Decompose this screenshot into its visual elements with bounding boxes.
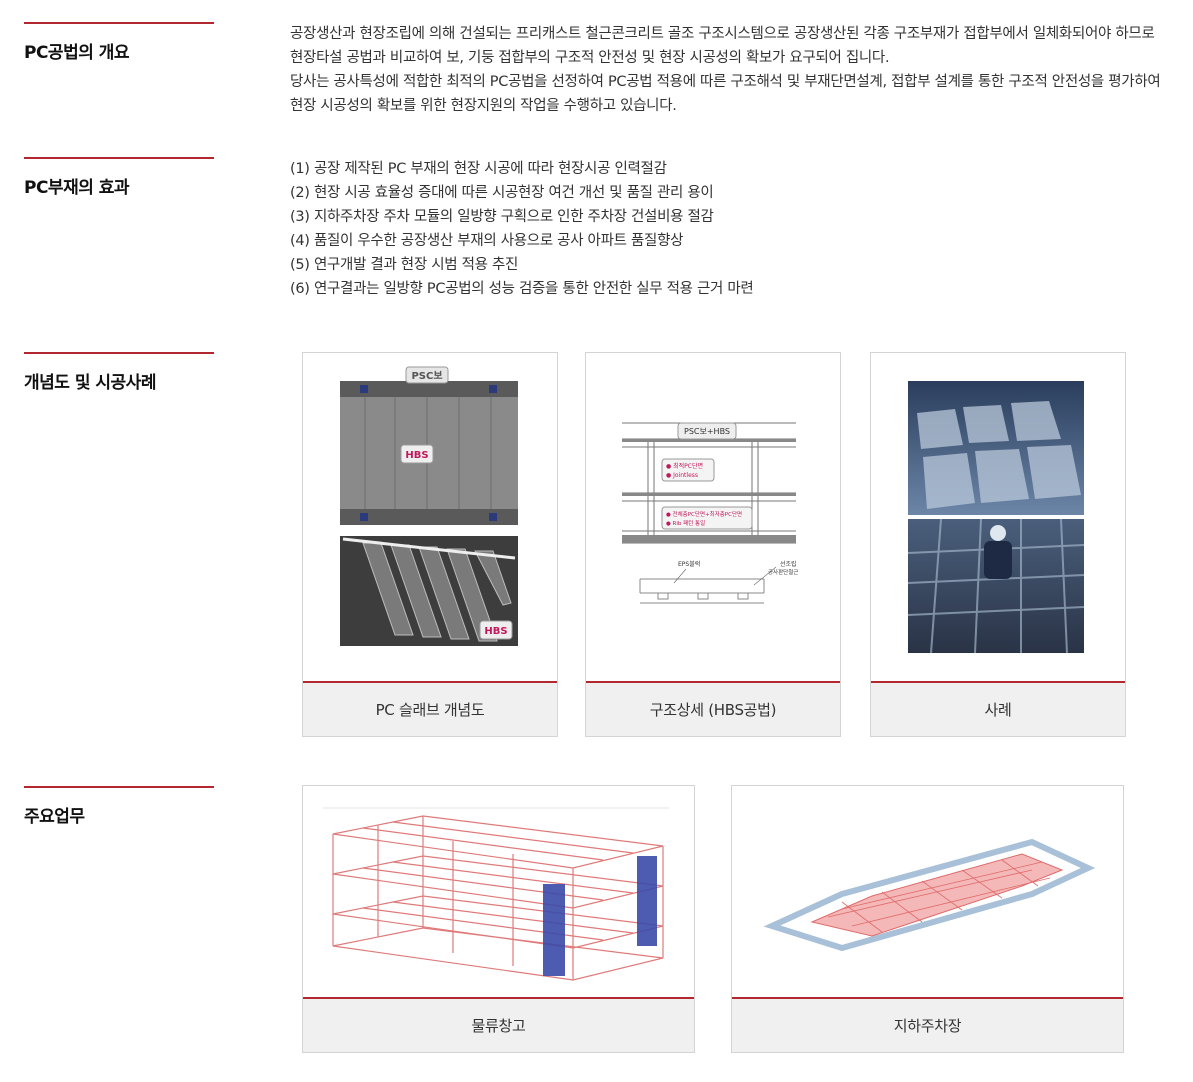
concept-card-structure-detail: PSC보+HBS ● 최적PC단면 ● Jointless ● 전체층PC단면+… — [585, 352, 841, 737]
caption-parking: 지하주차장 — [732, 997, 1123, 1052]
worker-helmet — [990, 525, 1006, 541]
note-jointless: ● Jointless — [666, 472, 698, 479]
warehouse-frame-model — [303, 786, 694, 997]
section-title-concept: 개념도 및 시공사례 — [24, 352, 214, 393]
overview-paragraph-2: 당사는 공사특성에 적합한 최적의 PC공법을 선정하여 PC공법 적용에 따른… — [290, 74, 1161, 114]
label-psc-hbs: PSC보+HBS — [684, 427, 730, 436]
list-item: (6) 연구결과는 일방향 PC공법의 성능 검증을 통한 안전한 실무 적용 … — [290, 281, 754, 297]
caption-case: 사례 — [871, 681, 1125, 736]
caption-warehouse: 물류창고 — [303, 997, 694, 1052]
main-work-card-parking: 지하주차장 — [731, 785, 1124, 1053]
concept-card-pc-slab: PSC보 HBS HBS PC 슬래브 개념도 — [302, 352, 558, 737]
main-work-card-warehouse: 물류창고 — [302, 785, 695, 1053]
section-title-effects: PC부재의 효과 — [24, 157, 214, 198]
note-optimal-pc: ● 최적PC단면 — [666, 462, 703, 470]
list-item: (4) 품질이 우수한 공장생산 부재의 사용으로 공사 아파트 품질향상 — [290, 233, 684, 249]
effects-list: (1) 공장 제작된 PC 부재의 현장 시공에 따라 현장시공 인력절감 (2… — [290, 157, 1170, 301]
overview-text: 공장생산과 현장조립에 의해 건설되는 프리캐스트 철근콘크리트 골조 구조시스… — [290, 22, 1170, 118]
label-rebar: 공사판단철근 — [768, 568, 798, 576]
section-title-main-work: 주요업무 — [24, 786, 214, 827]
list-item: (1) 공장 제작된 PC 부재의 현장 시공에 따라 현장시공 인력절감 — [290, 161, 667, 177]
section-title-overview: PC공법의 개요 — [24, 22, 214, 63]
structure-detail-diagram: PSC보+HBS ● 최적PC단면 ● Jointless ● 전체층PC단면+… — [586, 353, 840, 681]
caption-structure-detail: 구조상세 (HBS공법) — [586, 681, 840, 736]
label-hbs-top: HBS — [405, 450, 428, 461]
concept-card-case: 사례 — [870, 352, 1126, 737]
label-eps-block: EPS블럭 — [678, 560, 700, 568]
overview-paragraph-1: 공장생산과 현장조립에 의해 건설되는 프리캐스트 철근콘크리트 골조 구조시스… — [290, 26, 1155, 66]
note-rib-pattern: ● Rib 패턴 통일 — [666, 519, 705, 527]
case-photos — [871, 353, 1125, 681]
label-hbs-bottom: HBS — [484, 626, 507, 637]
list-item: (3) 지하주차장 주차 모듈의 일방향 구획으로 인한 주차장 건설비용 절감 — [290, 209, 714, 225]
label-preassembly: 선조립 — [780, 560, 797, 568]
list-item: (5) 연구개발 결과 현장 시범 적용 추진 — [290, 257, 519, 273]
caption-pc-slab: PC 슬래브 개념도 — [303, 681, 557, 736]
parking-frame-model — [732, 786, 1123, 997]
note-pc-section: ● 전체층PC단면+최저층PC단면 — [666, 510, 742, 518]
list-item: (2) 현장 시공 효율성 증대에 따른 시공현장 여건 개선 및 품질 관리 … — [290, 185, 714, 201]
label-psc-beam: PSC보 — [411, 370, 442, 382]
pc-slab-diagram: PSC보 HBS HBS — [303, 353, 557, 681]
